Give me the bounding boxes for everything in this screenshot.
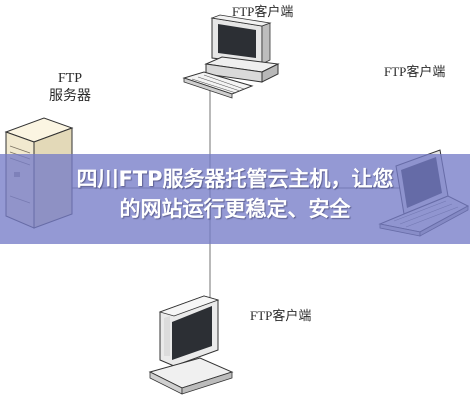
headline-line1: 四川FTP服务器托管云主机，让您 [76,167,394,191]
top-client-label: FTP客户端 [232,4,294,19]
right-client-label: FTP客户端 [384,64,446,79]
headline-banner [0,154,470,244]
top-workstation-icon [182,14,280,99]
bottom-workstation-icon [148,295,234,395]
server-label-line2: 服务器 [49,89,91,104]
bottom-client-label: FTP客户端 [250,308,312,323]
server-label-line1: FTP [57,71,83,86]
headline-text: 四川FTP服务器托管云主机，让您 的网站运行更稳定、安全 [0,164,470,224]
headline-line2: 的网站运行更稳定、安全 [119,197,351,221]
server-label: FTP 服务器 [42,70,98,106]
